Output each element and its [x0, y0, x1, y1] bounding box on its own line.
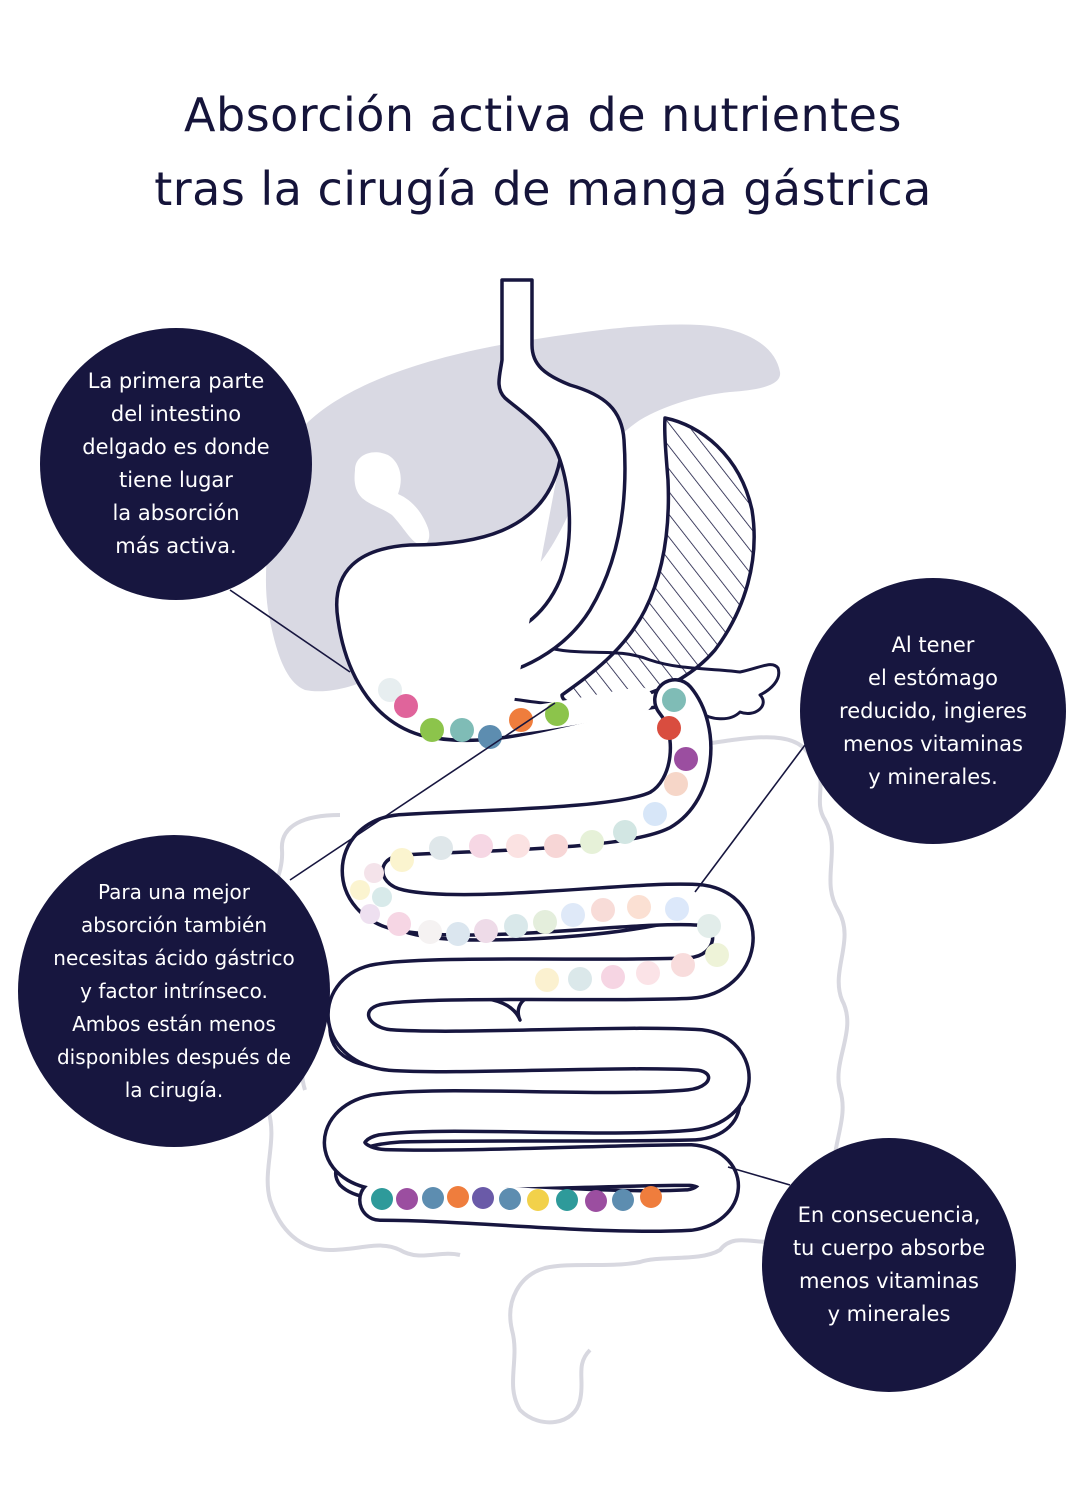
title-line-2: tras la cirugía de manga gástrica	[154, 162, 932, 216]
callout-first-part: La primera parte del intestino delgado e…	[40, 328, 312, 600]
callout-gastric-acid-text: Para una mejor absorción también necesit…	[53, 879, 295, 1102]
small-intestine	[322, 678, 755, 1233]
callout-consequence-text: En consecuencia, tu cuerpo absorbe menos…	[792, 1203, 986, 1326]
duodenum-channel	[347, 597, 653, 736]
title-line-1: Absorción activa de nutrientes	[184, 88, 902, 142]
callout-first-part-text: La primera parte del intestino delgado e…	[82, 369, 270, 558]
callout-gastric-acid: Para una mejor absorción también necesit…	[18, 835, 330, 1147]
callout-reduced-stomach-text: Al tener el estómago reducido, ingieres …	[839, 632, 1027, 789]
leader-lines	[229, 589, 806, 1186]
page-title: Absorción activa de nutrientes tras la c…	[0, 78, 1086, 226]
callout-consequence: En consecuencia, tu cuerpo absorbe menos…	[762, 1138, 1016, 1392]
nutrient-dots	[350, 678, 729, 1212]
callout-reduced-stomach: Al tener el estómago reducido, ingieres …	[800, 578, 1066, 844]
gallbladder	[354, 452, 430, 546]
